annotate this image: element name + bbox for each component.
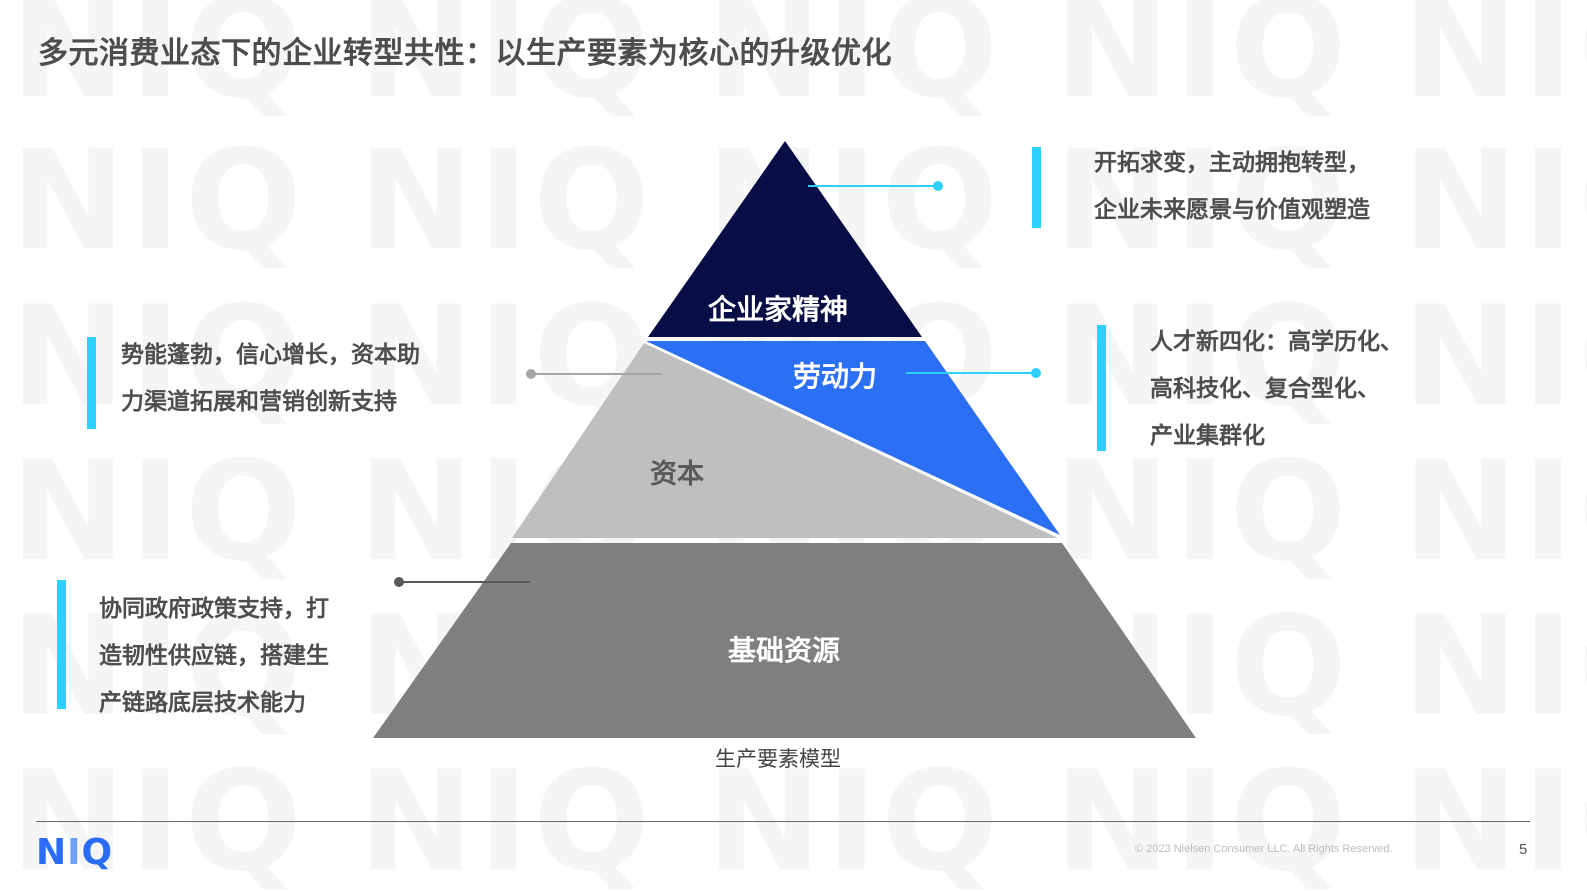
annotation-line: 高科技化、复合型化、 [1150, 376, 1380, 402]
logo-q: Q [81, 832, 114, 873]
pyramid-layer-resources [373, 543, 1196, 738]
annotation-line: 企业未来愿景与价值观塑造 [1094, 197, 1370, 223]
annotation-entrepreneurship: 开拓求变，主动拥抱转型， 企业未来愿景与价值观塑造 [1094, 140, 1370, 234]
accent-bar [1032, 147, 1041, 228]
connector-dot [526, 369, 536, 379]
copyright-text: © 2023 Nielsen Consumer LLC. All Rights … [1135, 843, 1393, 855]
annotation-line: 开拓求变，主动拥抱转型， [1094, 150, 1370, 176]
annotation-line: 人才新四化：高学历化、 [1150, 329, 1403, 355]
connector-dot [394, 577, 404, 587]
annotation-line: 势能蓬勃，信心增长，资本助 [121, 342, 420, 368]
logo-n: N [36, 832, 68, 873]
annotation-line: 造韧性供应链，搭建生 [99, 643, 329, 669]
annotation-resources: 协同政府政策支持，打 造韧性供应链，搭建生 产链路底层技术能力 [99, 586, 329, 727]
layer-label-capital: 资本 [650, 459, 704, 490]
annotation-line: 产业集群化 [1150, 423, 1265, 449]
page-title: 多元消费业态下的企业转型共性：以生产要素为核心的升级优化 [38, 36, 892, 71]
annotation-capital: 势能蓬勃，信心增长，资本助 力渠道拓展和营销创新支持 [121, 332, 420, 426]
connector-dot [1031, 368, 1041, 378]
connector-dot [933, 181, 943, 191]
layer-label-labor: 劳动力 [793, 360, 878, 393]
accent-bar [57, 580, 66, 709]
niq-logo: NIQ [36, 832, 113, 873]
layer-label-resources: 基础资源 [728, 634, 841, 667]
pyramid-layer-entrepreneurship [648, 141, 922, 337]
footer-divider [36, 821, 1530, 822]
logo-i: I [67, 832, 82, 873]
page-number: 5 [1519, 841, 1528, 858]
annotation-line: 产链路底层技术能力 [99, 690, 306, 716]
annotation-labor: 人才新四化：高学历化、 高科技化、复合型化、 产业集群化 [1150, 319, 1403, 460]
pyramid-layer-capital [512, 343, 1058, 538]
accent-bar [1097, 325, 1106, 451]
annotation-line: 协同政府政策支持，打 [99, 596, 329, 622]
layer-label-entrepreneurship: 企业家精神 [708, 293, 849, 326]
accent-bar [87, 337, 96, 429]
pyramid-layer-labor [646, 341, 1060, 535]
annotation-line: 力渠道拓展和营销创新支持 [121, 389, 397, 415]
pyramid-caption: 生产要素模型 [715, 747, 841, 771]
